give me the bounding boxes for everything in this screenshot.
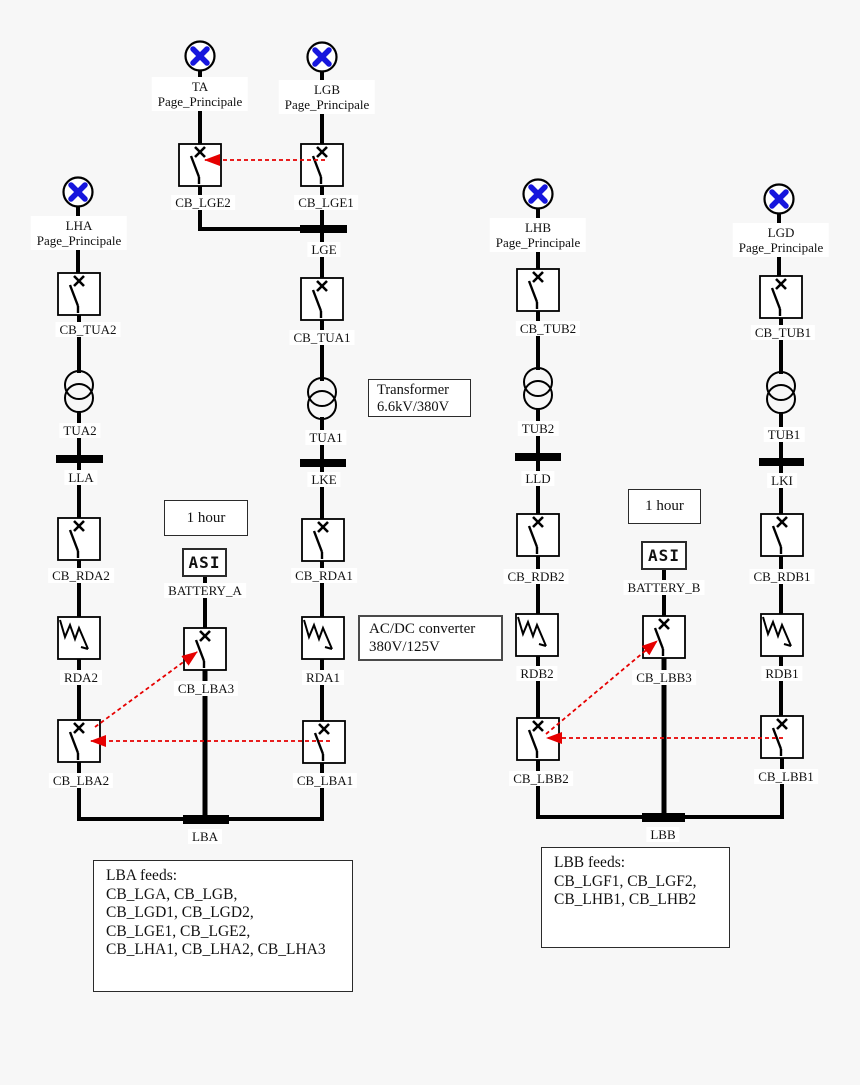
breaker-label-cb-rdb1: CB_RDB1 [749, 569, 815, 584]
breaker-cb-lba3-icon [182, 626, 228, 672]
bus-label-lld: LLD [521, 471, 555, 486]
breaker-cb-lba2-icon [56, 718, 102, 764]
converter-label-rda2: RDA2 [60, 670, 102, 685]
battery-b-asi-icon: ASI [641, 541, 687, 570]
breaker-cb-lge1-icon [299, 142, 345, 188]
breaker-label-cb-lba3: CB_LBA3 [173, 681, 239, 696]
breaker-cb-rdb1-icon [759, 512, 805, 558]
bus-bars [56, 225, 804, 824]
converter-rdb2-icon [515, 613, 559, 657]
breaker-label-cb-lge1: CB_LGE1 [294, 195, 358, 210]
interlock-arrow-lbb2-to-lbb3 [545, 640, 658, 735]
battery-a-duration-box: 1 hour [164, 500, 248, 536]
bus-lke [300, 459, 346, 467]
breaker-cb-tub2-icon [515, 267, 561, 313]
breaker-label-cb-lba1: CB_LBA1 [292, 773, 358, 788]
bus-lba [183, 815, 229, 824]
converter-label-rdb2: RDB2 [516, 666, 558, 681]
bus-lge [300, 225, 347, 233]
lbb-feeds-box: LBB feeds: CB_LGF1, CB_LGF2, CB_LHB1, CB… [541, 847, 730, 948]
breaker-cb-rda1-icon [300, 517, 346, 563]
converter-label-rdb1: RDB1 [761, 666, 803, 681]
source-lgd-icon [765, 185, 794, 214]
source-lgb-icon [308, 43, 337, 72]
converter-rdb1-icon [760, 613, 804, 657]
breaker-cb-lbb1-icon [759, 714, 805, 760]
interlock-arrow-lba2-to-lba3 [94, 651, 198, 728]
breaker-cb-tua1-icon [299, 276, 345, 322]
breaker-label-cb-rdb2: CB_RDB2 [503, 569, 569, 584]
transformer-label-tub2: TUB2 [517, 421, 559, 436]
converter-rda2-icon [57, 616, 101, 660]
battery-a-label: BATTERY_A [164, 583, 246, 598]
battery-a-asi-icon: ASI [182, 548, 227, 577]
bus-lld [515, 453, 561, 461]
transformer-note: Transformer 6.6kV/380V [368, 379, 471, 417]
breaker-cb-rdb2-icon [515, 512, 561, 558]
transformer-tua1-icon [307, 377, 337, 420]
transformer-tua2-icon [64, 370, 94, 413]
bus-lla [56, 455, 103, 463]
breaker-label-cb-tub2: CB_TUB2 [515, 321, 581, 336]
breaker-cb-lbb3-icon [641, 614, 687, 660]
breaker-cb-lge2-icon [177, 142, 223, 188]
lba-feeds-box: LBA feeds: CB_LGA, CB_LGB, CB_LGD1, CB_L… [93, 860, 353, 992]
transformer-tub2-icon [523, 367, 553, 410]
bus-lbb [642, 813, 685, 822]
breaker-label-cb-lba2: CB_LBA2 [48, 773, 114, 788]
bus-label-lge: LGE [307, 242, 341, 257]
breaker-label-cb-lge2: CB_LGE2 [171, 195, 235, 210]
converter-rda1-icon [301, 616, 345, 660]
bus-label-lba: LBA [188, 829, 222, 844]
breaker-cb-rda2-icon [56, 516, 102, 562]
breaker-cb-tua2-icon [56, 271, 102, 317]
bus-label-lbb: LBB [646, 827, 680, 842]
converter-label-rda1: RDA1 [302, 670, 344, 685]
breaker-label-cb-lbb3: CB_LBB3 [632, 670, 696, 685]
source-lhb-icon [524, 180, 553, 209]
bus-label-lla: LLA [64, 470, 98, 485]
breaker-cb-lbb2-icon [515, 716, 561, 762]
acdc-converter-note: AC/DC converter 380V/125V [358, 615, 503, 661]
breaker-label-cb-tua1: CB_TUA1 [289, 330, 355, 345]
breaker-label-cb-tub1: CB_TUB1 [750, 325, 816, 340]
bus-lki [759, 458, 804, 466]
source-ta-icon [186, 42, 215, 71]
transformer-label-tua1: TUA1 [305, 430, 347, 445]
transformer-label-tub1: TUB1 [763, 427, 805, 442]
breaker-label-cb-rda2: CB_RDA2 [48, 568, 114, 583]
breaker-cb-tub1-icon [758, 274, 804, 320]
transformer-label-tua2: TUA2 [59, 423, 101, 438]
breaker-label-cb-tua2: CB_TUA2 [55, 322, 121, 337]
bus-label-lke: LKE [307, 472, 341, 487]
battery-b-duration-box: 1 hour [628, 489, 701, 524]
breaker-label-cb-lbb2: CB_LBB2 [509, 771, 573, 786]
breaker-label-cb-lbb1: CB_LBB1 [754, 769, 818, 784]
battery-b-label: BATTERY_B [623, 580, 705, 595]
breaker-cb-lba1-icon [301, 719, 347, 765]
bus-label-lki: LKI [767, 473, 797, 488]
source-lha-icon [64, 178, 93, 207]
breaker-label-cb-rda1: CB_RDA1 [291, 568, 357, 583]
transformer-tub1-icon [766, 371, 796, 414]
